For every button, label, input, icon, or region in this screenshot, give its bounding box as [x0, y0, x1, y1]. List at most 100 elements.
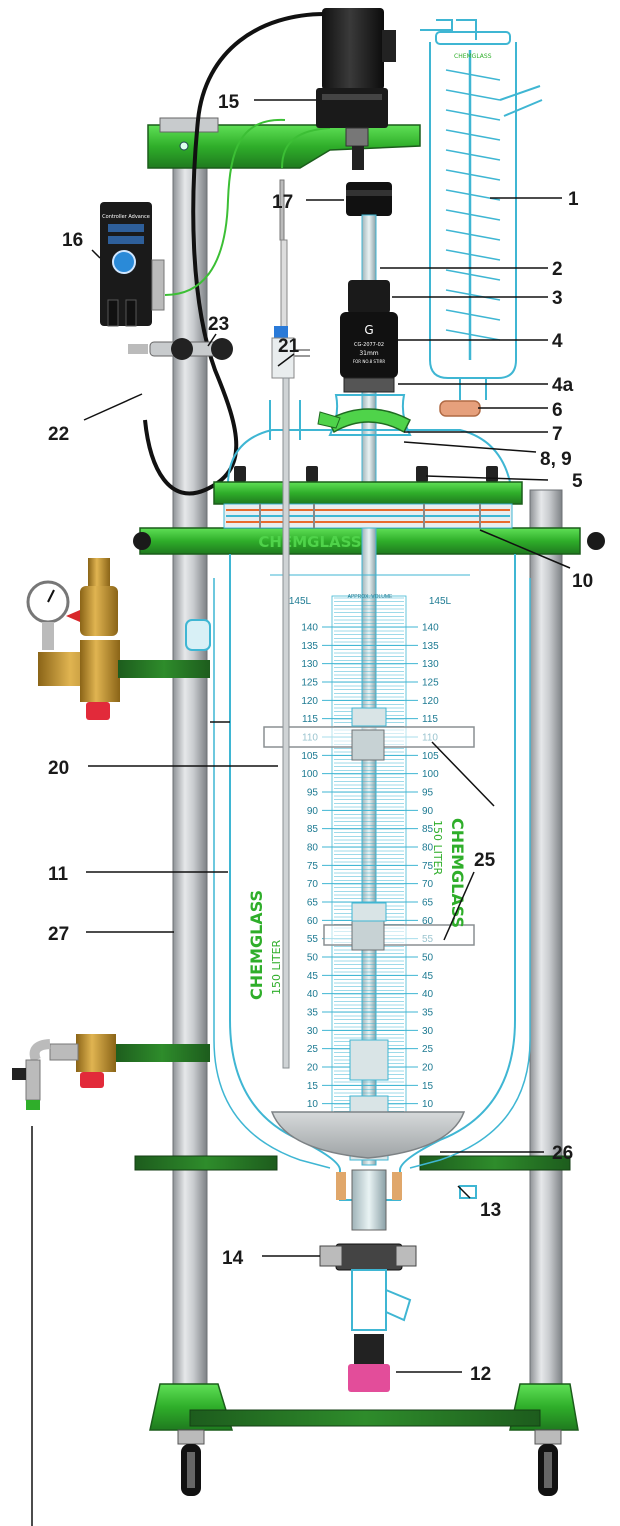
callout-21: 21: [278, 336, 300, 357]
thermo-probe-cable: [281, 127, 331, 169]
adapter-code-text: CG-2077-02: [354, 342, 384, 348]
scale-label-left: 25: [307, 1044, 319, 1055]
keck-clip: [439, 400, 481, 417]
reflux-condenser: CHEMGLASS: [420, 19, 543, 400]
scale-label-right: 135: [422, 641, 439, 652]
lower-support-bar-left: [134, 1155, 278, 1171]
scale-label-right: 115: [422, 714, 438, 725]
callout-2: 2: [552, 259, 563, 280]
scale-label-right: 120: [422, 696, 439, 707]
scale-label-left: 140: [301, 623, 318, 634]
scale-label-right: 10: [422, 1099, 434, 1110]
scale-label-left: 90: [307, 806, 319, 817]
band-knob-left-icon: [133, 532, 151, 550]
vessel-brand-left: CHEMGLASS: [247, 890, 266, 1000]
vessel-capacity-right: 150 LITER: [431, 820, 444, 876]
caster-left: [177, 1429, 205, 1496]
jacket-nozzle: [185, 619, 211, 651]
scale-label-right: 45: [422, 971, 434, 982]
scale-label-right: 125: [422, 678, 439, 689]
scale-label-left: 60: [307, 916, 319, 927]
band-knob-right-icon: [587, 532, 605, 550]
callout-4: 4: [552, 331, 563, 352]
bottom-outlet: [319, 1169, 477, 1392]
callout-13: 13: [480, 1200, 501, 1221]
scale-label-right: 85: [422, 824, 434, 835]
stirrer-bearing: G CG-2077-02 31mm FOR NO.8 STIRR: [340, 280, 398, 393]
scale-label-left: 85: [307, 824, 319, 835]
scale-label-left: 130: [301, 659, 318, 670]
scale-label-right: 15: [422, 1081, 434, 1092]
clamp-knob-left-icon: [171, 338, 193, 360]
bottom-anchor-paddle: [270, 1111, 466, 1159]
caster-right: [534, 1429, 562, 1496]
baffle-lower: [323, 919, 475, 951]
scale-label-left: 95: [307, 788, 319, 799]
scale-label-left: 55: [307, 934, 319, 945]
controller-knob-icon: [112, 250, 136, 274]
scale-label-right: 20: [422, 1063, 434, 1074]
scale-top-left: 145L: [289, 596, 312, 607]
scale-label-right: 25: [422, 1044, 434, 1055]
callout-15: 15: [218, 92, 240, 113]
band-brand-text: CHEMGLASS: [258, 533, 361, 551]
scale-label-left: 10: [307, 1099, 319, 1110]
scale-label-left: 50: [307, 953, 319, 964]
jacket-drain-assembly: [12, 1034, 210, 1110]
right-support-rod: [529, 489, 563, 1431]
scale-label-right: 105: [422, 751, 439, 762]
stirrer-controller: Controller Advance: [100, 202, 165, 327]
thermowell-probe: [271, 179, 310, 1069]
scale-label-left: 20: [307, 1063, 319, 1074]
motor-mount-clamp: [159, 117, 219, 133]
scale-label-left: 100: [301, 769, 318, 780]
scale-label-right: 95: [422, 788, 434, 799]
scale-label-left: 15: [307, 1081, 319, 1092]
callout-4a: 4a: [552, 375, 574, 396]
callout-25: 25: [474, 850, 496, 871]
callout-23: 23: [208, 314, 229, 335]
callout-8-9: 8, 9: [540, 449, 572, 470]
scale-label-left: 70: [307, 879, 319, 890]
callout-11: 11: [48, 864, 69, 885]
condenser-brand-text: CHEMGLASS: [454, 53, 492, 60]
callout-10: 10: [572, 571, 593, 592]
scale-label-left: 80: [307, 843, 319, 854]
adapter-size-text: 31mm: [359, 350, 378, 357]
stirrer-coupling: [346, 182, 392, 216]
scale-label-right: 70: [422, 879, 434, 890]
lid-flange-plate: [213, 481, 523, 505]
scale-label-right: 30: [422, 1026, 434, 1037]
scale-label-right: 75: [422, 861, 434, 872]
scale-label-right: 140: [422, 623, 439, 634]
controller-title: Controller Advance: [102, 214, 150, 220]
mount-screw-icon: [179, 141, 189, 151]
scale-header: APPROX. VOLUME: [348, 594, 393, 600]
scale-label-right: 90: [422, 806, 434, 817]
scale-label-left: 35: [307, 1008, 319, 1019]
scale-label-right: 50: [422, 953, 434, 964]
callout-6: 6: [552, 400, 563, 421]
flange-clamp-ring: [223, 503, 513, 529]
clamp-knob-right-icon: [211, 338, 233, 360]
motor-cable: [143, 12, 326, 496]
callout-leaders: [31, 99, 571, 1526]
scale-label-right: 65: [422, 898, 434, 909]
scale-label-right: 40: [422, 989, 434, 1000]
callout-1: 1: [568, 189, 579, 210]
controller-green-cable: [164, 118, 286, 296]
scale-label-right: 100: [422, 769, 439, 780]
lower-support-bar-right: [419, 1155, 571, 1171]
baffle-upper: [263, 726, 475, 761]
callout-7: 7: [552, 424, 563, 445]
scale-label-right: 130: [422, 659, 439, 670]
callout-17: 17: [272, 192, 293, 213]
scale-label-left: 30: [307, 1026, 319, 1037]
scale-label-left: 45: [307, 971, 319, 982]
lid-clamp: [317, 408, 412, 434]
scale-label-left: 65: [307, 898, 319, 909]
callout-16: 16: [62, 230, 83, 251]
scale-label-right: 80: [422, 843, 434, 854]
scale-label-right: 35: [422, 1008, 434, 1019]
